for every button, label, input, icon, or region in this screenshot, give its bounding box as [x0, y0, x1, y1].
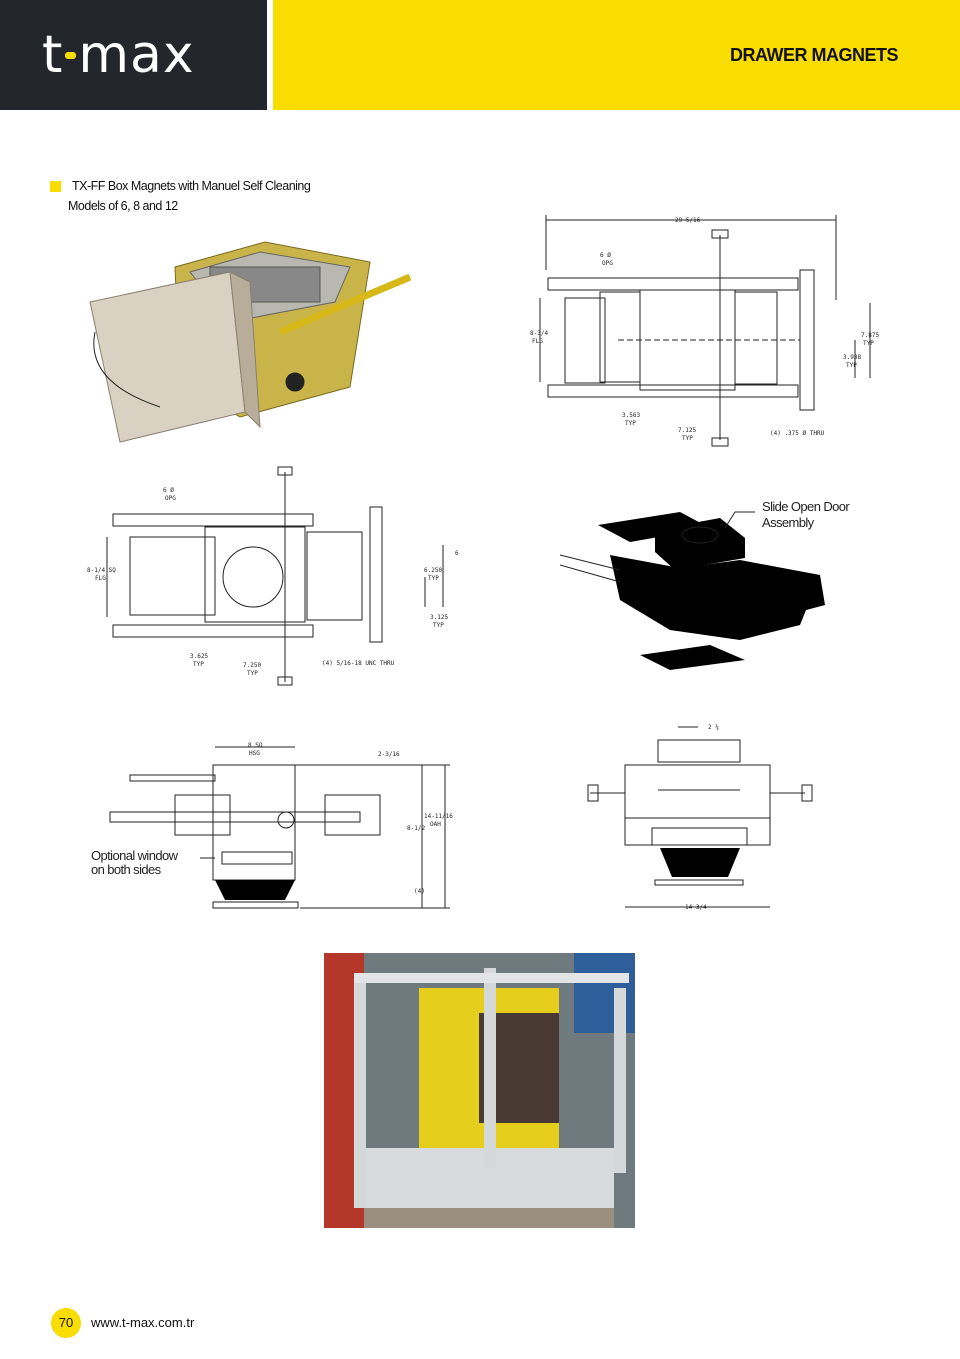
isometric-drawing: Slide Open Door Assembly — [560, 499, 851, 670]
dim-d1: 7.875 — [861, 332, 879, 339]
iso-callout-line1: Slide Open Door — [762, 499, 850, 514]
dim-d3: 3.625 — [190, 653, 208, 660]
dim-d3-sub: TYP — [625, 420, 636, 427]
dim-d1: 2-3/16 — [378, 751, 400, 758]
dim-opening: 6 Ø — [163, 487, 174, 494]
product-render-image — [89, 241, 412, 443]
plan-view-drawing: 8-1/4 SQ FLG 6 Ø OPG 6.250 TYP 3.125 TYP… — [87, 466, 459, 686]
dim-d2-sub: TYP — [433, 622, 444, 629]
product-subtitle: Models of 6, 8 and 12 — [68, 199, 178, 213]
dim-opening-sub: OPG — [165, 495, 176, 502]
dim-holes: (4) .375 Ø THRU — [770, 430, 825, 437]
window-callout-line1: Optional window — [91, 848, 179, 863]
header-logo-panel — [0, 0, 267, 110]
dim-d2-sub: OAH — [430, 821, 441, 828]
section-title: DRAWER MAGNETS — [730, 45, 899, 65]
bullet-square — [50, 181, 61, 192]
dim-top: 2 ¼ — [708, 724, 719, 731]
product-photo — [324, 953, 635, 1228]
dim-d2: 3.125 — [430, 614, 448, 621]
logo-dot — [65, 51, 77, 59]
page-number: 70 — [51, 1308, 81, 1338]
dim-d1: 6.250 — [424, 567, 442, 574]
dim-d4: 7.125 — [678, 427, 696, 434]
dim-flange: 8-3/4 — [530, 330, 548, 337]
dim-top-sub: HSG — [249, 750, 260, 757]
dim-overall: 29-5/16 — [675, 217, 701, 224]
side-view-drawing: 8 SQ HSG 2-3/16 14-11/16 OAH 8-1/2 (4) O… — [91, 742, 453, 909]
website-link[interactable]: www.t-max.com.tr — [91, 1315, 195, 1330]
dim-opening-sub: OPG — [602, 260, 613, 267]
header-title-panel — [273, 0, 960, 110]
dim-d1-sub: TYP — [863, 340, 874, 347]
dim-d4: 7.250 — [243, 662, 261, 669]
product-title: TX-FF Box Magnets with Manuel Self Clean… — [72, 179, 311, 193]
dim-opening: 6 Ø — [600, 252, 611, 259]
dim-d4: (4) — [414, 888, 425, 895]
dim-d1-sub: TYP — [428, 575, 439, 582]
dim-flange-sub: FLG — [95, 575, 106, 582]
dim-d3: 3.563 — [622, 412, 640, 419]
dim-d3: 8-1/2 — [407, 825, 425, 832]
logo-text-t: t — [42, 25, 64, 85]
dim-width: 14-3/4 — [685, 904, 707, 911]
dim-d4-sub: TYP — [247, 670, 258, 677]
dim-d2: 3.938 — [843, 354, 861, 361]
dim-holes: (4) 5/16-18 UNC THRU — [322, 660, 395, 667]
dim-flange: 8-1/4 SQ — [87, 567, 116, 574]
dim-d2-sub: TYP — [846, 362, 857, 369]
top-view-drawing: 29-5/16 8-3/4 FLG 6 Ø OPG 7.875 TYP 3.93… — [530, 215, 879, 447]
dim-top: 8 SQ — [248, 742, 263, 749]
dim-d3-sub: TYP — [193, 661, 204, 668]
dim-mark: 6 — [455, 550, 459, 557]
iso-callout-line2: Assembly — [762, 515, 815, 530]
front-view-drawing: 2 ¼ 14-3/4 — [587, 724, 813, 911]
dim-d2: 14-11/16 — [424, 813, 453, 820]
logo-text-max: max — [78, 25, 195, 85]
window-callout-line2: on both sides — [91, 862, 162, 877]
dim-d4-sub: TYP — [682, 435, 693, 442]
dim-flange-sub: FLG — [532, 338, 543, 345]
